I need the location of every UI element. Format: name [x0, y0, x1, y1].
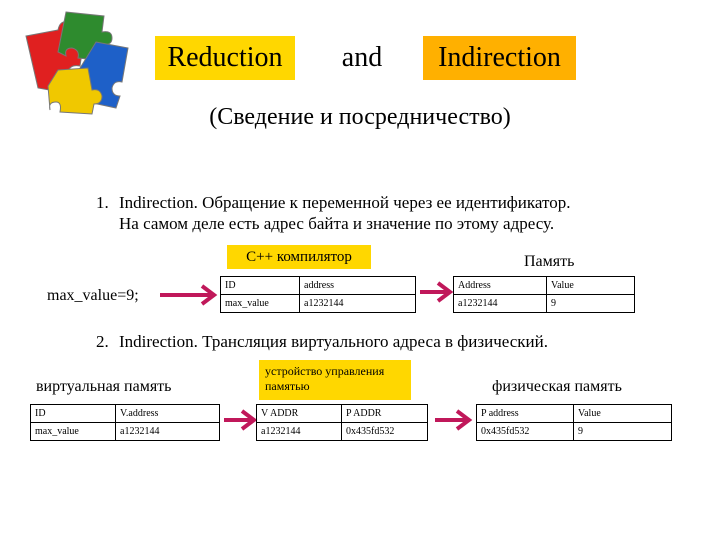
- puzzle-pieces-icon: [25, 11, 129, 115]
- item2-line1: Indirection. Трансляция виртуального адр…: [119, 332, 548, 351]
- table-header: V.address: [115, 404, 220, 423]
- item1-line2: На самом деле есть адрес байта и значени…: [119, 214, 555, 233]
- table-cell: max_value: [220, 294, 300, 313]
- table-header: Address: [453, 276, 547, 295]
- title-indirection: Indirection: [423, 36, 576, 80]
- mmu-label: устройство управления памятью: [259, 360, 411, 400]
- table-header: ID: [220, 276, 300, 295]
- table-cell: max_value: [30, 422, 116, 441]
- title-and: and: [341, 42, 383, 73]
- table-cell: a1232144: [299, 294, 416, 313]
- table-header: ID: [30, 404, 116, 423]
- item1-number: 1.: [96, 193, 109, 212]
- physical-memory-label: физическая память: [492, 378, 622, 395]
- table-header: Value: [546, 276, 635, 295]
- table-cell: 9: [546, 294, 635, 313]
- table-header: P address: [476, 404, 574, 423]
- table-header: P ADDR: [341, 404, 428, 423]
- right-arrow-icon: [160, 284, 218, 306]
- table-cell: a1232144: [453, 294, 547, 313]
- right-arrow-icon: [420, 281, 454, 303]
- table-cell: a1232144: [256, 422, 342, 441]
- right-arrow-icon: [435, 409, 473, 431]
- memory-label: Память: [524, 253, 575, 270]
- title-reduction: Reduction: [155, 36, 295, 80]
- table-cell: 9: [573, 422, 672, 441]
- table-header: V ADDR: [256, 404, 342, 423]
- table-cell: 0x435fd532: [476, 422, 574, 441]
- code-line: max_value=9;: [47, 287, 139, 304]
- item1-line1: Indirection. Обращение к переменной чере…: [119, 193, 571, 212]
- table-cell: a1232144: [115, 422, 220, 441]
- virtual-memory-label: виртуальная память: [36, 378, 172, 395]
- compiler-label: С++ компилятор: [227, 245, 371, 269]
- item2-number: 2.: [96, 332, 109, 351]
- table-header: Value: [573, 404, 672, 423]
- right-arrow-icon: [224, 409, 258, 431]
- table-header: address: [299, 276, 416, 295]
- table-cell: 0x435fd532: [341, 422, 428, 441]
- subtitle: (Сведение и посредничество): [209, 104, 511, 130]
